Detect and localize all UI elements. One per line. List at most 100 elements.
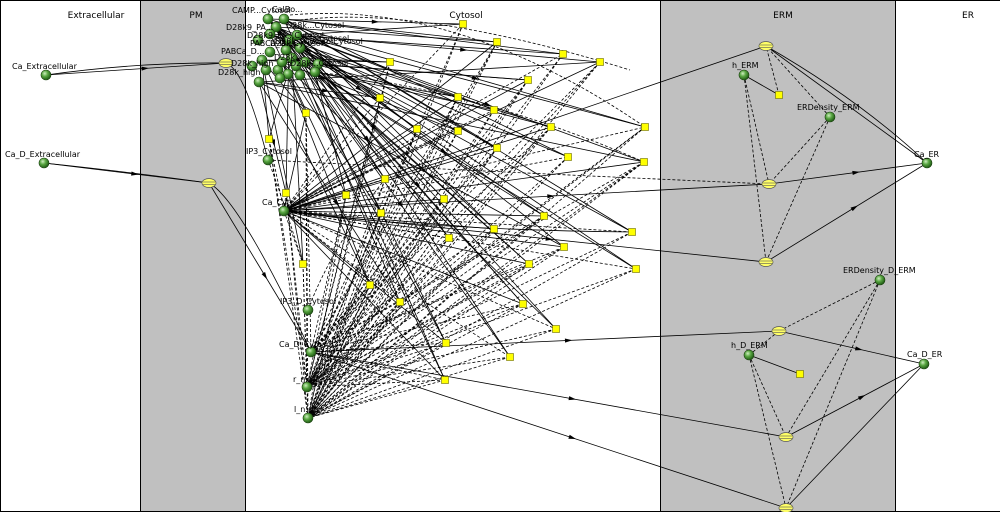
species-node-d28kcyt[interactable] bbox=[291, 29, 303, 41]
modifier-link bbox=[306, 126, 646, 388]
species-node-r_n[interactable] bbox=[301, 381, 313, 393]
arrowhead bbox=[460, 47, 468, 52]
arrowhead bbox=[141, 66, 149, 71]
flux-node[interactable] bbox=[201, 178, 217, 188]
reaction-node[interactable] bbox=[376, 94, 384, 102]
species-node[interactable] bbox=[260, 64, 272, 76]
modifier-link bbox=[765, 116, 831, 263]
reaction-node[interactable] bbox=[796, 370, 804, 378]
species-node-d28k9[interactable] bbox=[264, 28, 276, 40]
reaction-node[interactable] bbox=[552, 325, 560, 333]
species-node-h_erm[interactable] bbox=[738, 69, 750, 81]
reaction-node[interactable] bbox=[560, 243, 568, 251]
species-node[interactable] bbox=[246, 60, 258, 72]
species-node[interactable] bbox=[290, 60, 302, 72]
reaction-node[interactable] bbox=[525, 260, 533, 268]
flux-node[interactable] bbox=[778, 503, 794, 512]
reaction-node[interactable] bbox=[299, 260, 307, 268]
species-label-d28kcytb: D28k...Cytosol bbox=[290, 59, 348, 68]
species-node-erdens[interactable] bbox=[824, 111, 836, 123]
reaction-node[interactable] bbox=[265, 135, 273, 143]
reaction-node[interactable] bbox=[441, 376, 449, 384]
species-node-d28kcytb[interactable] bbox=[309, 66, 321, 78]
species-label-h_d_erm: h_D_ERM bbox=[731, 341, 768, 350]
flux-node[interactable] bbox=[758, 257, 774, 267]
species-node-ip3d[interactable] bbox=[302, 304, 314, 316]
reaction-node[interactable] bbox=[632, 265, 640, 273]
species-node-calbo[interactable] bbox=[278, 13, 290, 25]
reaction-node[interactable] bbox=[377, 209, 385, 217]
reaction-node[interactable] bbox=[413, 125, 421, 133]
reaction-node[interactable] bbox=[342, 191, 350, 199]
species-node-cad_ext[interactable] bbox=[38, 157, 50, 169]
reaction-node[interactable] bbox=[396, 298, 404, 306]
species-node-h_d_erm[interactable] bbox=[743, 349, 755, 361]
arrowhead bbox=[413, 181, 421, 189]
reaction-node[interactable] bbox=[459, 20, 467, 28]
reaction-node[interactable] bbox=[282, 189, 290, 197]
reaction-node[interactable] bbox=[366, 281, 374, 289]
species-node[interactable] bbox=[280, 44, 292, 56]
reaction-node[interactable] bbox=[493, 144, 501, 152]
reaction-node[interactable] bbox=[386, 58, 394, 66]
reaction-node[interactable] bbox=[540, 212, 548, 220]
reaction-node[interactable] bbox=[445, 234, 453, 242]
reaction-node[interactable] bbox=[440, 195, 448, 203]
species-node-ca_er[interactable] bbox=[921, 157, 933, 169]
species-node-ca_d_er[interactable] bbox=[918, 358, 930, 370]
species-node-erdensd[interactable] bbox=[874, 274, 886, 286]
species-node-ca_d_cyt[interactable] bbox=[305, 346, 317, 358]
reaction-link bbox=[283, 18, 564, 55]
reaction-node[interactable] bbox=[640, 158, 648, 166]
reaction-link bbox=[283, 210, 446, 381]
modifier-link bbox=[306, 126, 646, 388]
reaction-node[interactable] bbox=[524, 76, 532, 84]
species-node[interactable] bbox=[299, 56, 311, 68]
compartment-title-cytosol: Cytosol bbox=[449, 11, 482, 21]
reaction-link bbox=[285, 39, 290, 194]
reaction-node[interactable] bbox=[519, 300, 527, 308]
modifier-link bbox=[289, 13, 646, 128]
reaction-node[interactable] bbox=[628, 228, 636, 236]
reaction-node[interactable] bbox=[775, 91, 783, 99]
reaction-node[interactable] bbox=[454, 127, 462, 135]
species-label: D28k...Cytosol bbox=[275, 37, 333, 46]
species-node[interactable] bbox=[264, 46, 276, 58]
reaction-node[interactable] bbox=[302, 109, 310, 117]
compartment-er bbox=[895, 0, 1000, 512]
species-node[interactable] bbox=[283, 34, 295, 46]
flux-node[interactable] bbox=[758, 41, 774, 51]
reaction-node[interactable] bbox=[596, 58, 604, 66]
species-node-l_n[interactable] bbox=[302, 412, 314, 424]
reaction-node[interactable] bbox=[547, 123, 555, 131]
species-node-ca_cyt[interactable] bbox=[278, 205, 290, 217]
reaction-node[interactable] bbox=[490, 225, 498, 233]
species-node-ip3[interactable] bbox=[262, 154, 274, 166]
flux-node[interactable] bbox=[218, 58, 234, 68]
reaction-node[interactable] bbox=[641, 123, 649, 131]
species-node-ca_ext[interactable] bbox=[40, 69, 52, 81]
modifier-link bbox=[283, 109, 495, 212]
reaction-node[interactable] bbox=[559, 50, 567, 58]
reaction-link bbox=[275, 26, 446, 381]
species-node-d28khigh[interactable] bbox=[253, 76, 265, 88]
reaction-node[interactable] bbox=[506, 353, 514, 361]
reaction-node[interactable] bbox=[490, 106, 498, 114]
reaction-node[interactable] bbox=[564, 153, 572, 161]
flux-node[interactable] bbox=[771, 326, 787, 336]
arrowhead bbox=[547, 194, 555, 199]
reaction-node[interactable] bbox=[381, 175, 389, 183]
species-node[interactable] bbox=[294, 42, 306, 54]
reaction-node[interactable] bbox=[493, 38, 501, 46]
reaction-node[interactable] bbox=[454, 93, 462, 101]
species-node[interactable] bbox=[274, 72, 286, 84]
species-node-d28k1[interactable] bbox=[276, 56, 288, 68]
flux-node[interactable] bbox=[778, 432, 794, 442]
species-node-camp[interactable] bbox=[262, 13, 274, 25]
species-node-pabca[interactable] bbox=[256, 54, 268, 66]
reaction-node[interactable] bbox=[442, 339, 450, 347]
flux-node[interactable] bbox=[761, 179, 777, 189]
species-node[interactable] bbox=[252, 34, 264, 46]
species-node[interactable] bbox=[270, 21, 282, 33]
species-node[interactable] bbox=[294, 69, 306, 81]
